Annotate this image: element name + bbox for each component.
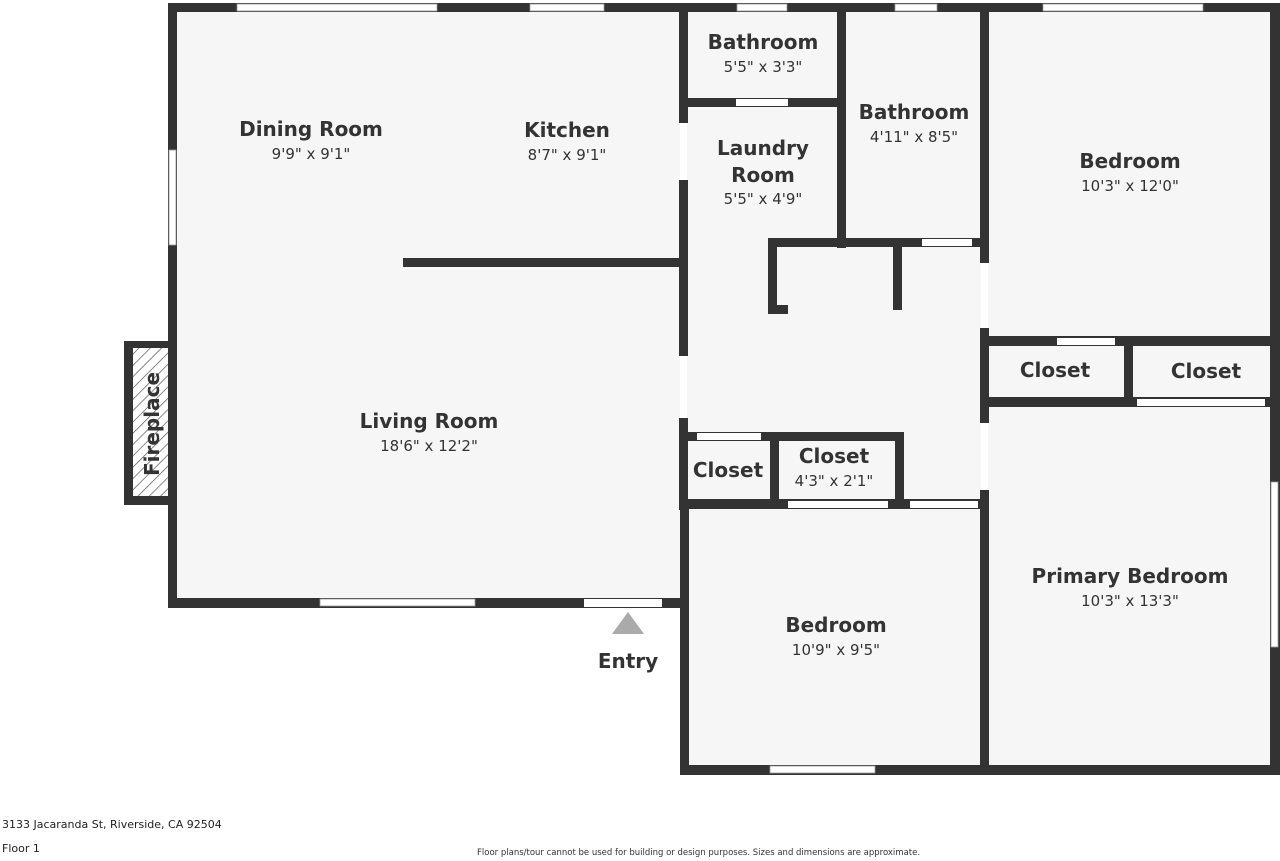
floor-label: Floor 1 bbox=[2, 842, 40, 855]
laundry-room-dim: 5'5" x 4'9" bbox=[724, 190, 803, 208]
room-labels: Dining Room 9'9" x 9'1" Kitchen 8'7" x 9… bbox=[140, 30, 1242, 673]
closet-a-name: Closet bbox=[1020, 358, 1091, 382]
living-room-name: Living Room bbox=[360, 409, 499, 433]
openings bbox=[168, 3, 1279, 774]
bedroom-ne-dim: 10'3" x 12'0" bbox=[1081, 177, 1179, 195]
closet-d-name: Closet bbox=[799, 444, 870, 468]
laundry-room-name-line2: Room bbox=[731, 163, 795, 187]
property-address: 3133 Jacaranda St, Riverside, CA 92504 bbox=[2, 818, 222, 831]
disclaimer: Floor plans/tour cannot be used for buil… bbox=[477, 848, 921, 858]
closet-c-name: Closet bbox=[693, 458, 764, 482]
fireplace bbox=[124, 341, 174, 505]
closet-b-name: Closet bbox=[1171, 359, 1242, 383]
bathroom-1-name: Bathroom bbox=[708, 30, 819, 54]
fireplace-label: Fireplace bbox=[140, 372, 164, 476]
bathroom-1-dim: 5'5" x 3'3" bbox=[724, 58, 803, 76]
bathroom-2-name: Bathroom bbox=[859, 100, 970, 124]
bedroom-ne-name: Bedroom bbox=[1079, 149, 1180, 173]
kitchen-name: Kitchen bbox=[524, 118, 610, 142]
dining-room-dim: 9'9" x 9'1" bbox=[272, 145, 351, 163]
living-room-dim: 18'6" x 12'2" bbox=[380, 437, 478, 455]
closet-d-dim: 4'3" x 2'1" bbox=[795, 472, 874, 490]
kitchen-dim: 8'7" x 9'1" bbox=[528, 146, 607, 164]
bedroom-s-name: Bedroom bbox=[785, 613, 886, 637]
bathroom-2-dim: 4'11" x 8'5" bbox=[870, 128, 958, 146]
primary-bedroom-name: Primary Bedroom bbox=[1032, 564, 1229, 588]
laundry-room-name-line1: Laundry bbox=[717, 136, 809, 160]
bedroom-s-dim: 10'9" x 9'5" bbox=[792, 641, 880, 659]
dining-room-name: Dining Room bbox=[239, 117, 383, 141]
primary-bedroom-dim: 10'3" x 13'3" bbox=[1081, 592, 1179, 610]
entry-label: Entry bbox=[598, 649, 658, 673]
entry-arrow-icon bbox=[612, 612, 644, 634]
